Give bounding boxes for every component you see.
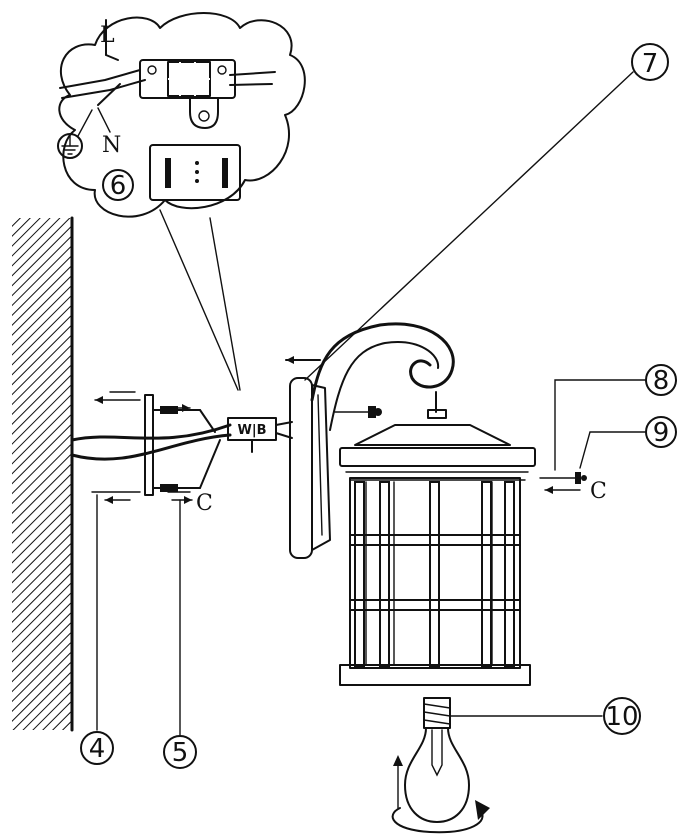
ground-icon: [57, 109, 93, 159]
callout-7: 7: [642, 49, 659, 79]
callout-6: 6: [110, 171, 127, 201]
junction-box: W|B: [227, 417, 293, 453]
mounting-bracket: [144, 394, 201, 496]
supply-wires: [70, 409, 232, 489]
callout-9-circle: [645, 416, 677, 448]
wall-screw-mark: C: [196, 491, 213, 516]
svg-text:W|B: W|B: [238, 423, 267, 438]
detail-bubble: [58, 12, 306, 218]
lantern-base: [339, 664, 531, 686]
bubble-leader-left: [159, 209, 239, 391]
callout-10-circle: [603, 697, 641, 735]
backplate: [285, 356, 331, 559]
callout-10: 10: [605, 702, 638, 732]
callout-7-leader: [304, 71, 634, 381]
callout-9-leader: [579, 431, 646, 469]
callout-8-circle: [645, 364, 677, 396]
callout-8-leader: [554, 379, 646, 471]
wall-hatch: [12, 218, 72, 730]
neutral-label: N: [102, 133, 121, 158]
callout-6-circle: [102, 169, 134, 201]
scroll-arm: [310, 322, 455, 431]
callout-5-circle: [163, 735, 197, 769]
bubble-wires: [59, 19, 276, 106]
callout-8: 8: [653, 366, 670, 396]
callout-5: 5: [172, 738, 189, 768]
callout-4-circle: [80, 731, 114, 765]
bubble-leader-right: [209, 217, 241, 391]
callout-4: 4: [89, 734, 106, 764]
backplate-screw: [334, 406, 382, 418]
live-label: L: [100, 23, 115, 48]
screw-arrows: [91, 391, 193, 504]
lantern-roof: [339, 424, 536, 481]
rotate-arrow-icon: [391, 755, 490, 834]
callout-7-circle: [631, 43, 669, 81]
lantern-cage: [349, 477, 521, 669]
terminal-block: [139, 59, 236, 129]
lantern-screw-mark: C: [590, 479, 607, 504]
callout-9: 9: [653, 418, 670, 448]
junction-cover: [149, 144, 241, 201]
light-bulb: [404, 697, 470, 823]
lantern-side-screw: [539, 472, 587, 494]
